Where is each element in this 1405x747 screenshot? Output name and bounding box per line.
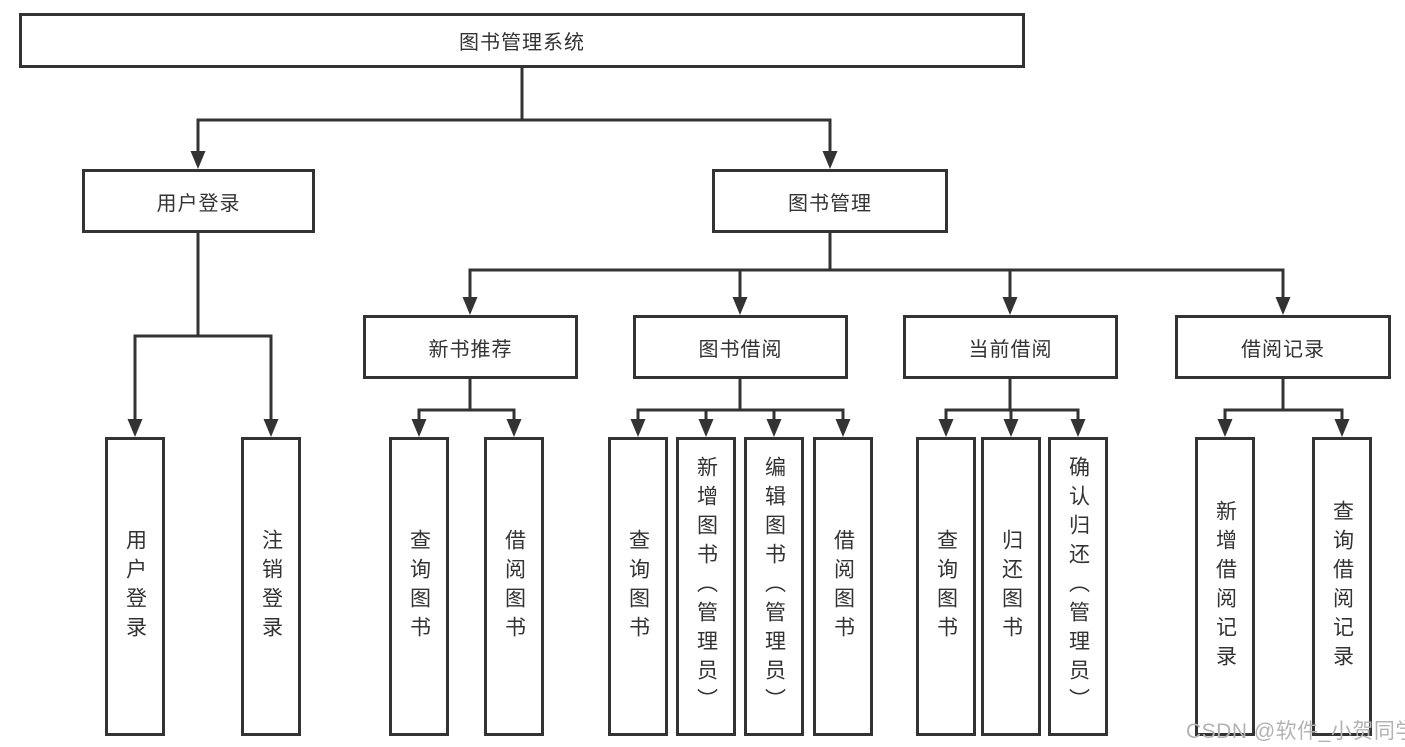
connector-root-to-level2 [190,68,838,169]
leaf-edit-books-admin: 编辑图书（管理员） [744,437,804,736]
connector-borrow-record-group [1217,379,1350,437]
leaf-return-books: 归还图书 [981,437,1041,736]
node-new-book-recommend: 新书推荐 [363,315,578,379]
node-current-borrow: 当前借阅 [903,315,1118,379]
leaf-logout: 注销登录 [241,437,301,736]
node-user-login-branch: 用户登录 [82,169,315,233]
connector-new-book-group [411,379,522,437]
leaf-query-books-borrow: 查询图书 [608,437,668,736]
connector-user-login-branch [127,233,279,437]
node-book-borrow: 图书借阅 [633,315,848,379]
leaf-user-login: 用户登录 [105,437,165,736]
leaf-query-books-current: 查询图书 [916,437,976,736]
leaf-borrow-books-recommend: 借阅图书 [484,437,544,736]
leaf-borrow-books: 借阅图书 [813,437,873,736]
node-root-library-system: 图书管理系统 [19,13,1025,68]
connector-book-management-branch [462,233,1291,315]
leaf-query-books-recommend: 查询图书 [389,437,449,736]
csdn-watermark: CSDN @软件_小贺同学 [1186,720,1405,743]
leaf-confirm-return-admin: 确认归还（管理员） [1048,437,1108,736]
node-book-management-branch: 图书管理 [712,169,948,233]
leaf-add-books-admin: 新增图书（管理员） [676,437,736,736]
connector-book-borrow-group [630,379,851,437]
node-borrow-records: 借阅记录 [1175,315,1391,379]
leaf-query-borrow-record: 查询借阅记录 [1312,437,1372,736]
leaf-add-borrow-record: 新增借阅记录 [1195,437,1255,736]
connector-current-borrow-group [938,379,1086,437]
